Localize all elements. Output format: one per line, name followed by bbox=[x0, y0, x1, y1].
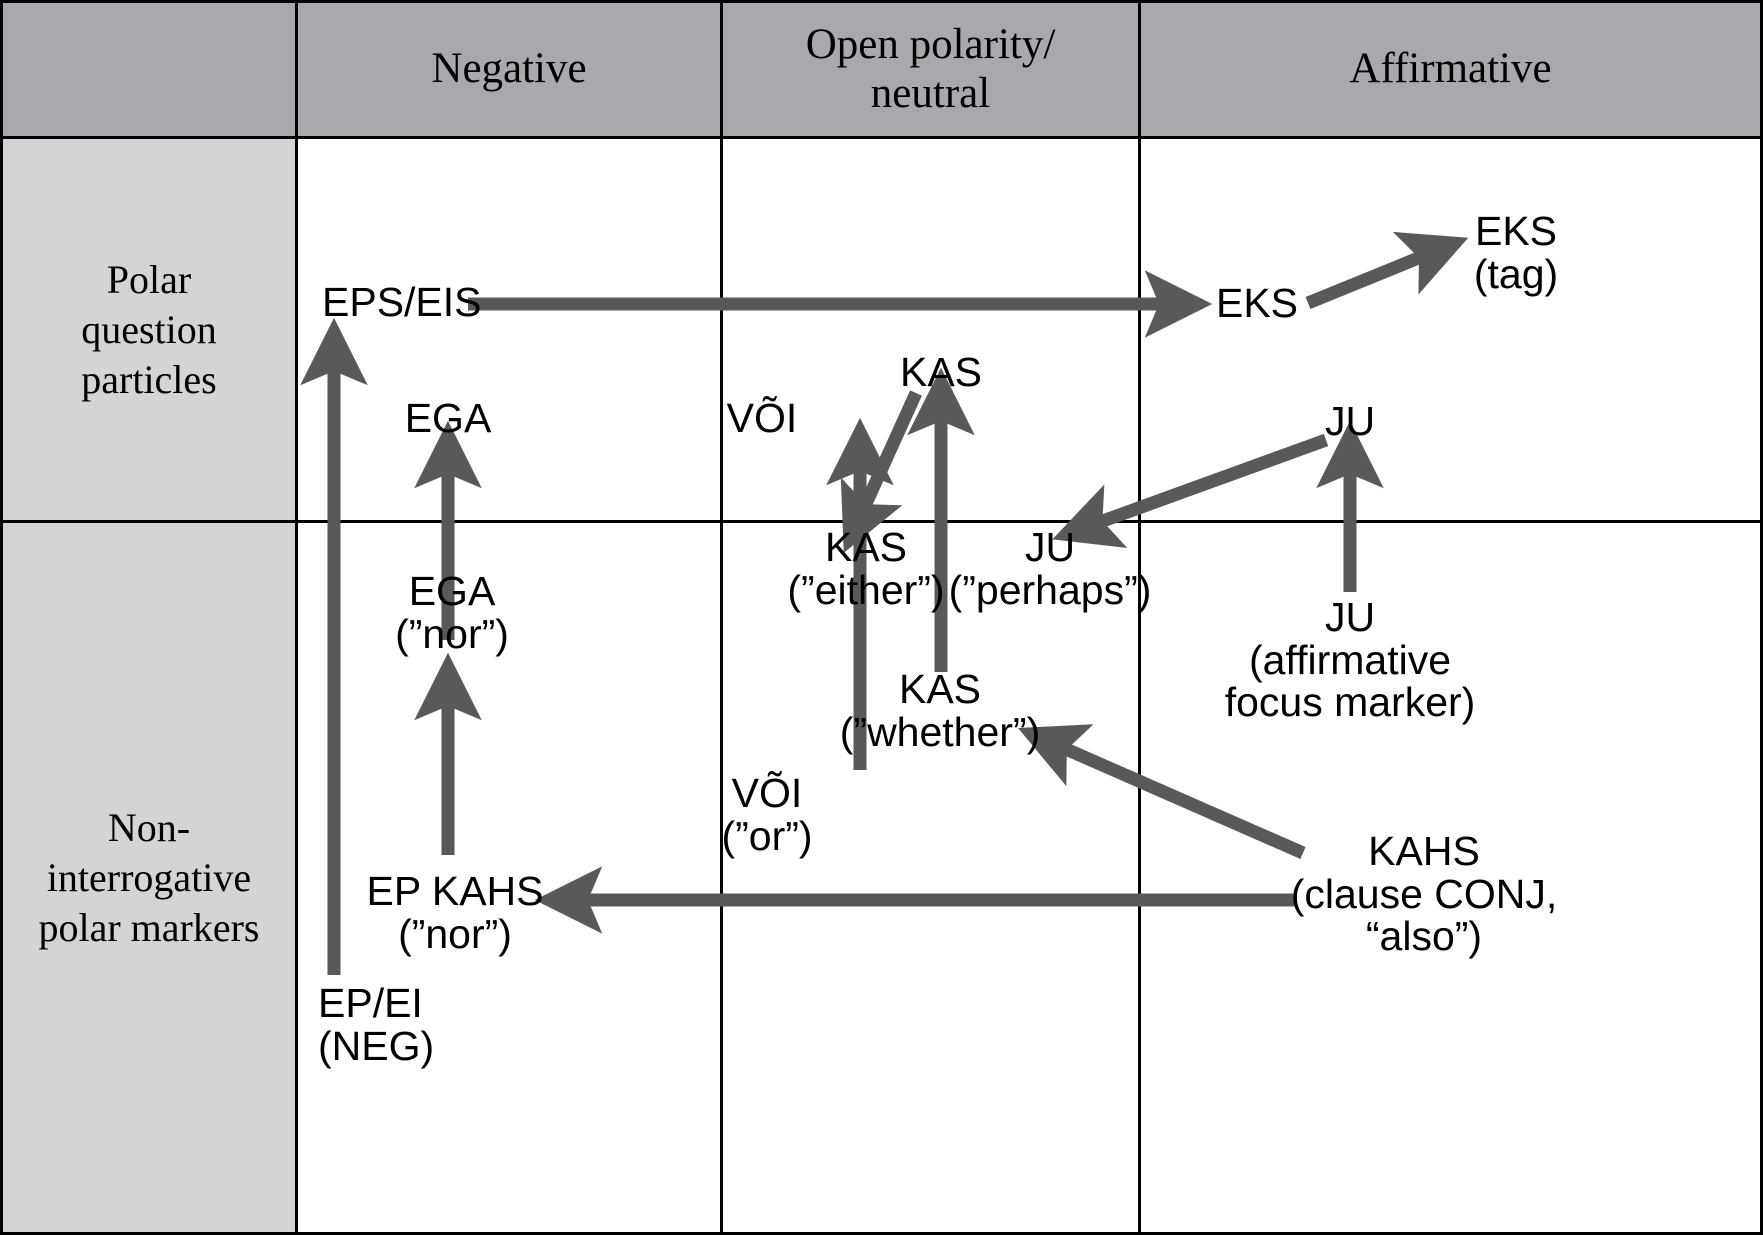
column-header-negative: Negative bbox=[295, 0, 723, 139]
node-eks[interactable]: EKS bbox=[1215, 280, 1299, 326]
cell-noninterrog-affirmative bbox=[1138, 520, 1763, 1235]
node-kahs-clause-conj[interactable]: KAHS (clause CONJ, “also”) bbox=[1290, 828, 1558, 960]
cell-polar-negative bbox=[295, 136, 723, 523]
cell-polar-open bbox=[720, 136, 1141, 523]
node-kas-upper[interactable]: KAS bbox=[899, 349, 983, 395]
node-ega-upper[interactable]: EGA bbox=[404, 395, 492, 441]
node-kas-either[interactable]: KAS (”either”) bbox=[787, 524, 945, 613]
node-kas-whether[interactable]: KAS (”whether”) bbox=[839, 666, 1041, 755]
node-ju-perhaps[interactable]: JU (”perhaps”) bbox=[948, 524, 1152, 613]
node-ega-nor[interactable]: EGA (”nor”) bbox=[395, 568, 509, 657]
node-voi-or[interactable]: VÕI (”or”) bbox=[721, 770, 813, 859]
table-row: Polar question particles bbox=[0, 136, 1763, 523]
column-header-affirmative: Affirmative bbox=[1138, 0, 1763, 139]
node-ep-ei-neg[interactable]: EP/EI (NEG) bbox=[318, 980, 435, 1069]
node-eps-eis[interactable]: EPS/EIS bbox=[322, 279, 482, 325]
node-ju-affirmative[interactable]: JU (affirmative focus marker) bbox=[1224, 594, 1476, 726]
column-header-open-polarity: Open polarity/ neutral bbox=[720, 0, 1141, 139]
node-eks-tag[interactable]: EKS (tag) bbox=[1473, 208, 1559, 297]
cell-noninterrog-negative bbox=[295, 520, 723, 1235]
header-corner-cell bbox=[0, 0, 298, 139]
row-header-polar-question-particles: Polar question particles bbox=[0, 136, 298, 523]
node-ju-upper[interactable]: JU bbox=[1324, 398, 1376, 444]
node-voi-upper[interactable]: VÕI bbox=[726, 395, 798, 441]
row-header-non-interrogative-polar-markers: Non- interrogative polar markers bbox=[0, 520, 298, 1235]
table-header-row: Negative Open polarity/ neutral Affirmat… bbox=[0, 0, 1763, 139]
cell-noninterrog-open bbox=[720, 520, 1141, 1235]
table-row: Non- interrogative polar markers bbox=[0, 520, 1763, 1235]
cell-polar-affirmative bbox=[1138, 136, 1763, 523]
node-ep-kahs-nor[interactable]: EP KAHS (”nor”) bbox=[366, 868, 544, 957]
